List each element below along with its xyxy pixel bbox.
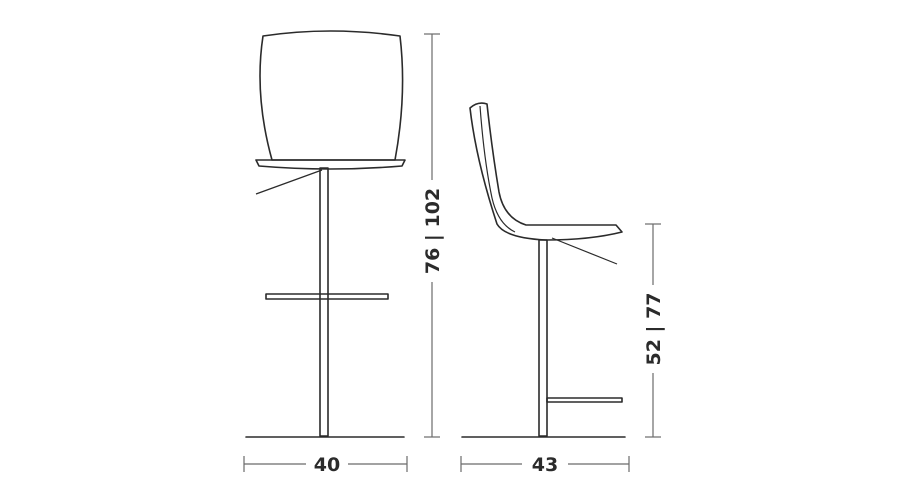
side-shell-inner (479, 105, 516, 233)
front-height-dimension: 76 | 102 (422, 33, 444, 438)
front-height-label: 76 | 102 (422, 188, 444, 274)
front-footrest (265, 293, 389, 300)
side-view (461, 102, 626, 438)
side-seat-height-dimension: 52 | 77 (643, 223, 665, 438)
front-view (245, 30, 406, 438)
front-column (319, 167, 329, 437)
side-seat-height-label: 52 | 77 (643, 292, 665, 365)
side-shell (469, 102, 623, 241)
front-lever (255, 169, 323, 195)
front-width-label: 40 (314, 454, 340, 476)
side-column (538, 239, 548, 437)
side-footrest (546, 397, 623, 403)
side-depth-dimension: 43 (460, 454, 630, 476)
side-depth-label: 43 (532, 454, 558, 476)
front-seat (255, 159, 406, 170)
front-backrest (259, 30, 404, 161)
side-lever (551, 237, 618, 265)
front-width-dimension: 40 (243, 454, 408, 476)
